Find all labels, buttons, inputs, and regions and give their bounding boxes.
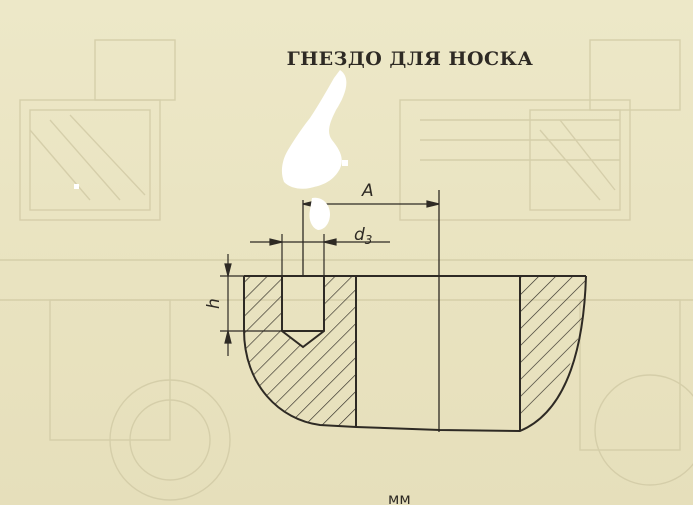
centre-lines: [302, 190, 440, 432]
dimension-d3: [250, 234, 390, 276]
left-hatched-section: [244, 276, 356, 427]
dimension-h-label: h: [204, 298, 224, 309]
right-hatched-section: [520, 276, 586, 425]
page-title: ГНЕЗДО ДЛЯ НОСКА: [286, 48, 534, 70]
dimension-d-subscript: 3: [365, 233, 373, 247]
dimension-a-label: A: [361, 181, 374, 201]
paper-blot: [74, 70, 348, 230]
dimension-h: [220, 254, 282, 356]
dimension-d-letter: d: [354, 225, 365, 245]
units-label: мм: [388, 490, 411, 505]
dimension-d3-label: d3: [354, 225, 372, 247]
part-outline: [243, 275, 587, 433]
